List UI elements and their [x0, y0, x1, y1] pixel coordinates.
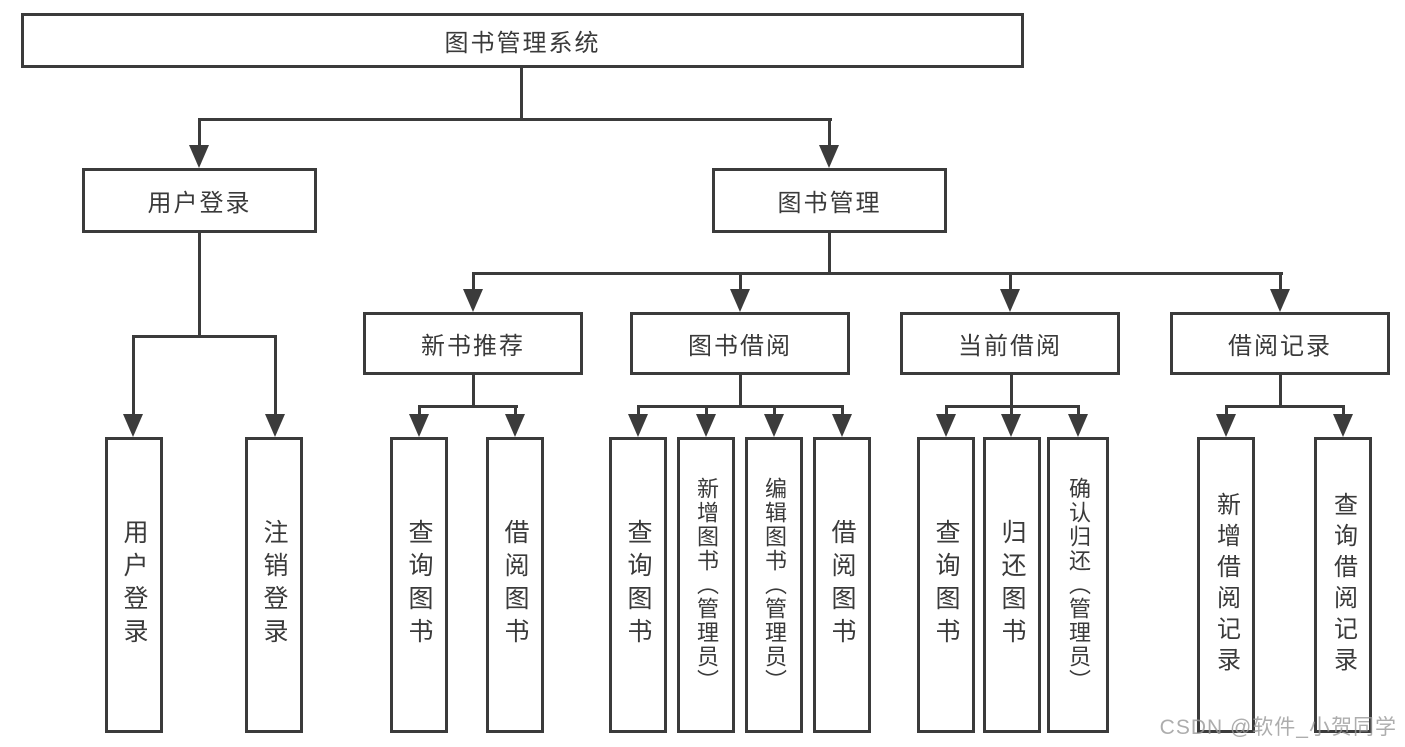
connector-user-login-rail: [132, 335, 277, 338]
leaf-newbook-borrow-label: 借阅图书: [501, 519, 529, 651]
connector-new-book-recommend-drop: [472, 272, 475, 291]
arrow-down-icon: [1068, 414, 1088, 437]
node-book-borrow-label: 图书借阅: [688, 333, 792, 360]
node-current-borrow-label: 当前借阅: [958, 333, 1062, 360]
leaf-logout: 注销登录: [245, 437, 303, 733]
arrow-down-icon: [409, 414, 429, 437]
node-user-login-label: 用户登录: [147, 190, 252, 217]
arrow-down-icon: [1270, 289, 1290, 312]
arrow-down-icon: [832, 414, 852, 437]
node-book-borrow: 图书借阅: [630, 312, 850, 375]
leaf-borrow-query: 查询图书: [609, 437, 667, 733]
leaf-newbook-query-label: 查询图书: [405, 519, 433, 651]
csdn-watermark: CSDN @软件_小贺同学: [1159, 716, 1397, 739]
connector-book-management-drop: [828, 118, 831, 146]
leaf-confirm-return-admin: 确认归还（管理员）: [1047, 437, 1109, 733]
connector-leaf-drop: [945, 405, 948, 416]
leaf-borrow-edit-admin: 编辑图书（管理员）: [745, 437, 803, 733]
arrow-down-icon: [1000, 289, 1020, 312]
connector-leaf-drop: [841, 405, 844, 416]
leaf-user-login-label: 用户登录: [120, 519, 148, 651]
node-root: 图书管理系统: [21, 13, 1024, 68]
arrow-down-icon: [1333, 414, 1353, 437]
connector-book-borrow-drop: [739, 272, 742, 291]
leaf-confirm-return-admin-label: 确认归还（管理员）: [1066, 477, 1091, 693]
arrow-down-icon: [265, 414, 285, 437]
arrow-down-icon: [730, 289, 750, 312]
leaf-return-book: 归还图书: [983, 437, 1041, 733]
arrow-down-icon: [189, 145, 209, 168]
connector-borrow-record-stem: [1279, 375, 1282, 408]
connector-leaf-drop: [705, 405, 708, 416]
connector-book-borrow-stem: [739, 375, 742, 408]
arrow-down-icon: [628, 414, 648, 437]
connector-leaf-drop: [1342, 405, 1345, 416]
node-user-login: 用户登录: [82, 168, 317, 233]
leaf-user-login: 用户登录: [105, 437, 163, 733]
leaf-borrow-query-label: 查询图书: [624, 519, 652, 651]
connector-new-book-recommend-stem: [472, 375, 475, 408]
arrow-down-icon: [696, 414, 716, 437]
connector-leaf-logout-drop: [274, 335, 277, 415]
leaf-borrow-add-admin-label: 新增图书（管理员）: [694, 477, 719, 693]
connector-leaf-drop: [1225, 405, 1228, 416]
leaf-record-add: 新增借阅记录: [1197, 437, 1255, 733]
node-book-management-label: 图书管理: [777, 190, 882, 217]
connector-borrow-record-drop: [1279, 272, 1282, 291]
node-borrow-record: 借阅记录: [1170, 312, 1390, 375]
connector-root-rail: [198, 118, 832, 121]
arrow-down-icon: [463, 289, 483, 312]
connector-leaf-drop: [637, 405, 640, 416]
connector-borrow-record-rail: [1225, 405, 1345, 408]
leaf-record-query-label: 查询借阅记录: [1329, 492, 1357, 678]
leaf-borrow-book-label: 借阅图书: [828, 519, 856, 651]
connector-current-borrow-stem: [1010, 375, 1013, 408]
node-new-book-recommend: 新书推荐: [363, 312, 583, 375]
leaf-borrow-book: 借阅图书: [813, 437, 871, 733]
leaf-logout-label: 注销登录: [260, 519, 288, 651]
arrow-down-icon: [123, 414, 143, 437]
leaf-current-query: 查询图书: [917, 437, 975, 733]
arrow-down-icon: [936, 414, 956, 437]
connector-user-login-drop: [198, 118, 201, 146]
leaf-record-query: 查询借阅记录: [1314, 437, 1372, 733]
leaf-newbook-query: 查询图书: [390, 437, 448, 733]
leaf-newbook-borrow: 借阅图书: [486, 437, 544, 733]
arrow-down-icon: [1216, 414, 1236, 437]
leaf-current-query-label: 查询图书: [932, 519, 960, 651]
connector-leaf-drop: [1010, 405, 1013, 416]
connector-leaf-drop: [1077, 405, 1080, 416]
connector-root-stem: [520, 68, 523, 119]
connector-new-book-recommend-rail: [418, 405, 518, 408]
connector-leaf-drop: [773, 405, 776, 416]
arrow-down-icon: [819, 145, 839, 168]
connector-current-borrow-drop: [1009, 272, 1012, 291]
leaf-return-book-label: 归还图书: [998, 519, 1026, 651]
leaf-record-add-label: 新增借阅记录: [1212, 492, 1240, 678]
connector-leaf-user-login-drop: [132, 335, 135, 415]
node-current-borrow: 当前借阅: [900, 312, 1120, 375]
connector-leaf-drop: [418, 405, 421, 416]
connector-book-management-rail: [472, 272, 1283, 275]
connector-book-borrow-rail: [637, 405, 844, 408]
arrow-down-icon: [1001, 414, 1021, 437]
connector-book-management-stem: [828, 233, 831, 275]
leaf-borrow-edit-admin-label: 编辑图书（管理员）: [762, 477, 787, 693]
node-borrow-record-label: 借阅记录: [1228, 333, 1332, 360]
connector-user-login-stem: [198, 233, 201, 338]
connector-leaf-drop: [514, 405, 517, 416]
node-new-book-recommend-label: 新书推荐: [421, 333, 525, 360]
node-root-label: 图书管理系统: [444, 30, 601, 57]
leaf-borrow-add-admin: 新增图书（管理员）: [677, 437, 735, 733]
arrow-down-icon: [505, 414, 525, 437]
node-book-management: 图书管理: [712, 168, 947, 233]
arrow-down-icon: [764, 414, 784, 437]
